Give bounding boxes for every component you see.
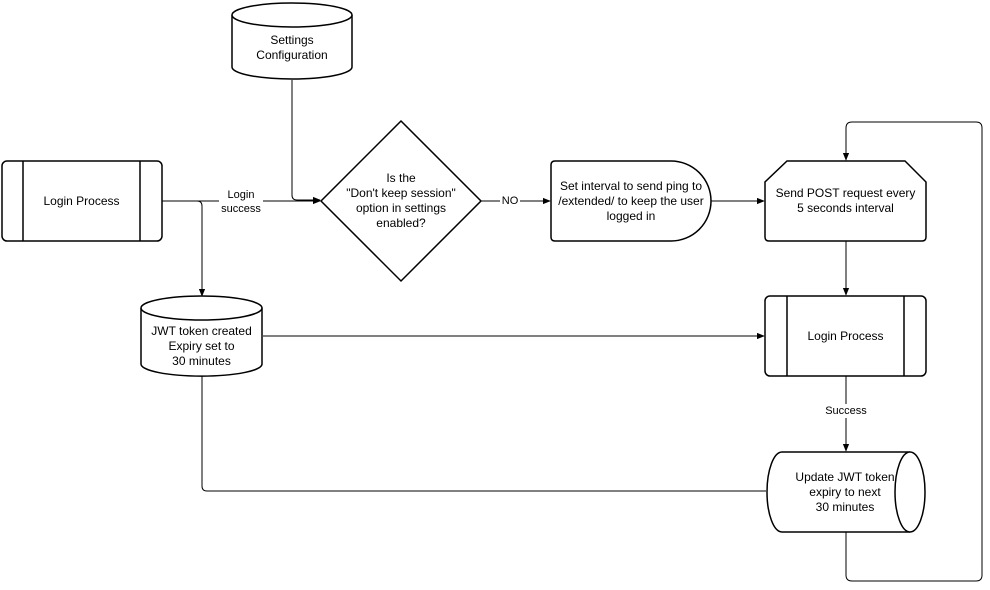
jwt-created-database-node (140, 295, 263, 377)
login-process-right-node (764, 295, 927, 377)
edge-label-login-success: Login success (219, 188, 263, 216)
send-post-node (764, 160, 927, 242)
edge-update-to-post (842, 121, 983, 582)
edge-update-to-jwt (198, 353, 766, 492)
set-interval-node (550, 160, 712, 242)
settings-database-node (231, 2, 353, 80)
update-jwt-storage-node (766, 451, 926, 533)
edge-label-no: NO (500, 194, 520, 208)
session-option-decision-node (319, 119, 483, 283)
login-process-left-node (1, 160, 163, 242)
edge-label-success: Success (822, 404, 870, 418)
edge-login-to-jwt (162, 200, 206, 297)
edge-settings-to-decision (291, 80, 321, 204)
